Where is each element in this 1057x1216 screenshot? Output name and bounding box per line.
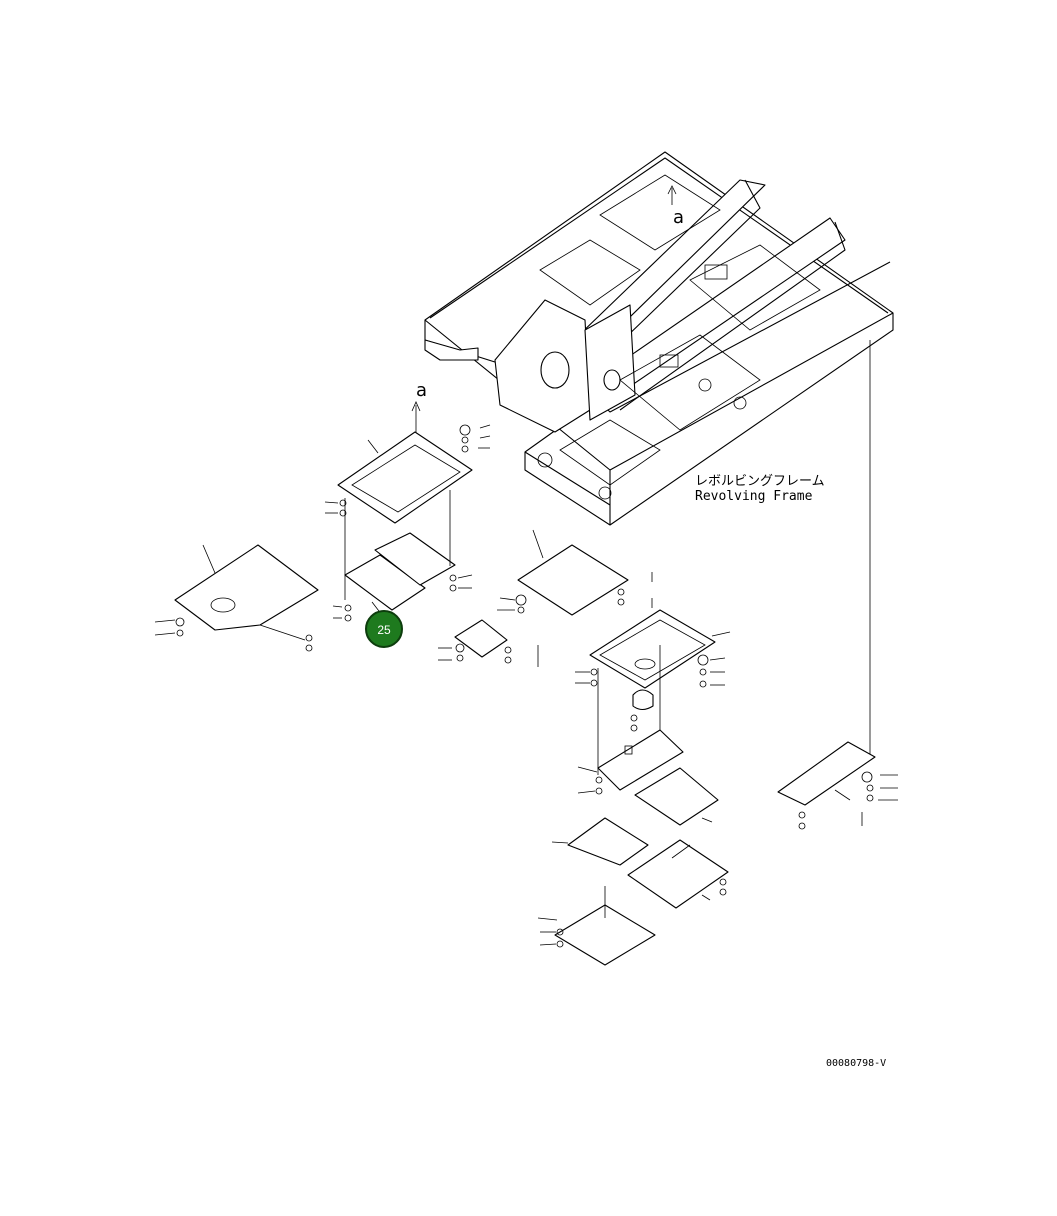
detail-mark-left: a (416, 380, 427, 401)
callout-number: 25 (377, 623, 391, 637)
detail-mark-top: a (673, 207, 684, 228)
right-plate (777, 741, 898, 830)
left-cover-group: a (154, 380, 491, 652)
center-plates (438, 529, 653, 667)
callout-25[interactable]: 25 (365, 601, 403, 648)
lower-plates (537, 767, 729, 966)
frame-label-jp: レボルビングフレーム (695, 474, 825, 489)
revolving-frame: a (424, 151, 894, 755)
frame-label-en: Revolving Frame (695, 489, 813, 504)
drawing-code: 00080798-V (826, 1058, 886, 1069)
seat-stand-group (575, 609, 731, 795)
